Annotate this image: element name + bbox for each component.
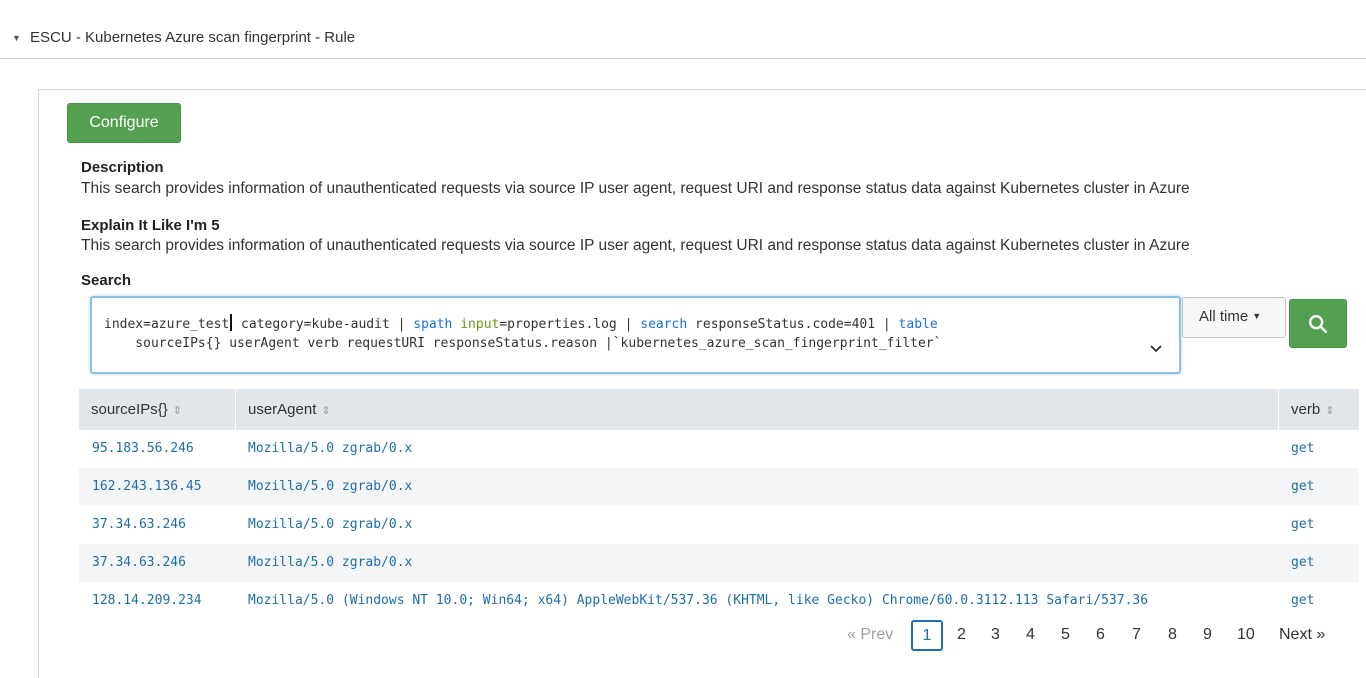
sort-icon: ⇕ (1325, 405, 1335, 417)
column-divider (1278, 389, 1279, 430)
query-text: category=kube-audit | (233, 317, 414, 332)
cell-sourceip[interactable]: 37.34.63.246 (92, 555, 186, 570)
query-text: responseStatus.code=401 | (687, 317, 899, 332)
pagination-next[interactable]: Next » (1279, 626, 1326, 643)
pagination-page-4[interactable]: 4 (1026, 626, 1035, 643)
description-text: This search provides information of unau… (81, 180, 1190, 197)
cell-useragent[interactable]: Mozilla/5.0 zgrab/0.x (248, 479, 413, 494)
search-icon (1309, 314, 1328, 333)
pagination-prev: « Prev (847, 626, 894, 643)
rule-header[interactable]: ▼ ESCU - Kubernetes Azure scan fingerpri… (0, 15, 1366, 59)
pagination-page-7[interactable]: 7 (1132, 626, 1141, 643)
sort-icon: ⇕ (172, 405, 182, 417)
cell-verb[interactable]: get (1291, 593, 1315, 608)
pagination-page-3[interactable]: 3 (991, 626, 1000, 643)
table-row: 95.183.56.246 Mozilla/5.0 zgrab/0.x get (79, 430, 1359, 468)
column-header-useragent[interactable]: userAgent ⇕ (248, 401, 331, 418)
results-table-header: sourceIPs{} ⇕ userAgent ⇕ verb ⇕ (79, 389, 1359, 430)
cell-verb[interactable]: get (1291, 441, 1315, 456)
column-header-verb[interactable]: verb ⇕ (1291, 401, 1334, 418)
pagination-page-8[interactable]: 8 (1168, 626, 1177, 643)
sort-icon: ⇕ (321, 405, 331, 417)
rule-title: ESCU - Kubernetes Azure scan fingerprint… (30, 29, 356, 46)
description-heading: Description (81, 159, 164, 176)
cell-sourceip[interactable]: 128.14.209.234 (92, 593, 202, 608)
query-line-1: index=azure_test category=kube-audit | s… (104, 314, 938, 332)
query-command-spath: spath (413, 317, 453, 332)
time-range-picker[interactable]: All time▼ (1182, 297, 1286, 338)
query-argument-input: input (460, 317, 500, 332)
cell-useragent[interactable]: Mozilla/5.0 zgrab/0.x (248, 517, 413, 532)
table-row: 37.34.63.246 Mozilla/5.0 zgrab/0.x get (79, 544, 1359, 582)
cell-useragent[interactable]: Mozilla/5.0 zgrab/0.x (248, 441, 413, 456)
caret-down-icon: ▼ (1252, 311, 1262, 321)
cell-useragent[interactable]: Mozilla/5.0 (Windows NT 10.0; Win64; x64… (248, 593, 1149, 608)
search-heading: Search (81, 272, 132, 289)
query-line-2: sourceIPs{} userAgent verb requestURI re… (104, 336, 942, 351)
table-row: 162.243.136.45 Mozilla/5.0 zgrab/0.x get (79, 468, 1359, 506)
column-label: userAgent (248, 401, 317, 418)
cell-sourceip[interactable]: 162.243.136.45 (92, 479, 202, 494)
cell-useragent[interactable]: Mozilla/5.0 zgrab/0.x (248, 555, 413, 570)
configure-button[interactable]: Configure (67, 103, 181, 143)
time-range-label: All time (1199, 308, 1249, 325)
query-text: =properties.log | (499, 317, 641, 332)
column-header-sourceips[interactable]: sourceIPs{} ⇕ (91, 401, 182, 418)
chevron-down-icon[interactable] (1147, 339, 1165, 357)
table-row: 128.14.209.234 Mozilla/5.0 (Windows NT 1… (79, 582, 1359, 620)
pagination-page-2[interactable]: 2 (957, 626, 966, 643)
pagination-page-10[interactable]: 10 (1237, 626, 1255, 643)
column-divider (235, 389, 236, 430)
pagination-page-6[interactable]: 6 (1096, 626, 1105, 643)
query-command-table: table (898, 317, 938, 332)
query-command-search: search (640, 317, 688, 332)
search-button[interactable] (1289, 299, 1347, 348)
pagination-page-1[interactable]: 1 (911, 620, 943, 651)
query-text: index=azure_test (104, 317, 230, 332)
cell-sourceip[interactable]: 95.183.56.246 (92, 441, 194, 456)
table-row: 37.34.63.246 Mozilla/5.0 zgrab/0.x get (79, 506, 1359, 544)
pagination-page-9[interactable]: 9 (1203, 626, 1212, 643)
cell-verb[interactable]: get (1291, 479, 1315, 494)
eli5-heading: Explain It Like I'm 5 (81, 217, 220, 234)
text-cursor (230, 314, 233, 331)
cell-verb[interactable]: get (1291, 517, 1315, 532)
pagination-page-5[interactable]: 5 (1061, 626, 1070, 643)
cell-sourceip[interactable]: 37.34.63.246 (92, 517, 186, 532)
eli5-text: This search provides information of unau… (81, 237, 1190, 254)
triangle-down-icon[interactable]: ▼ (12, 33, 21, 43)
search-query-editor[interactable]: index=azure_test category=kube-audit | s… (90, 296, 1181, 374)
column-label: sourceIPs{} (91, 401, 168, 418)
cell-verb[interactable]: get (1291, 555, 1315, 570)
column-label: verb (1291, 401, 1321, 418)
